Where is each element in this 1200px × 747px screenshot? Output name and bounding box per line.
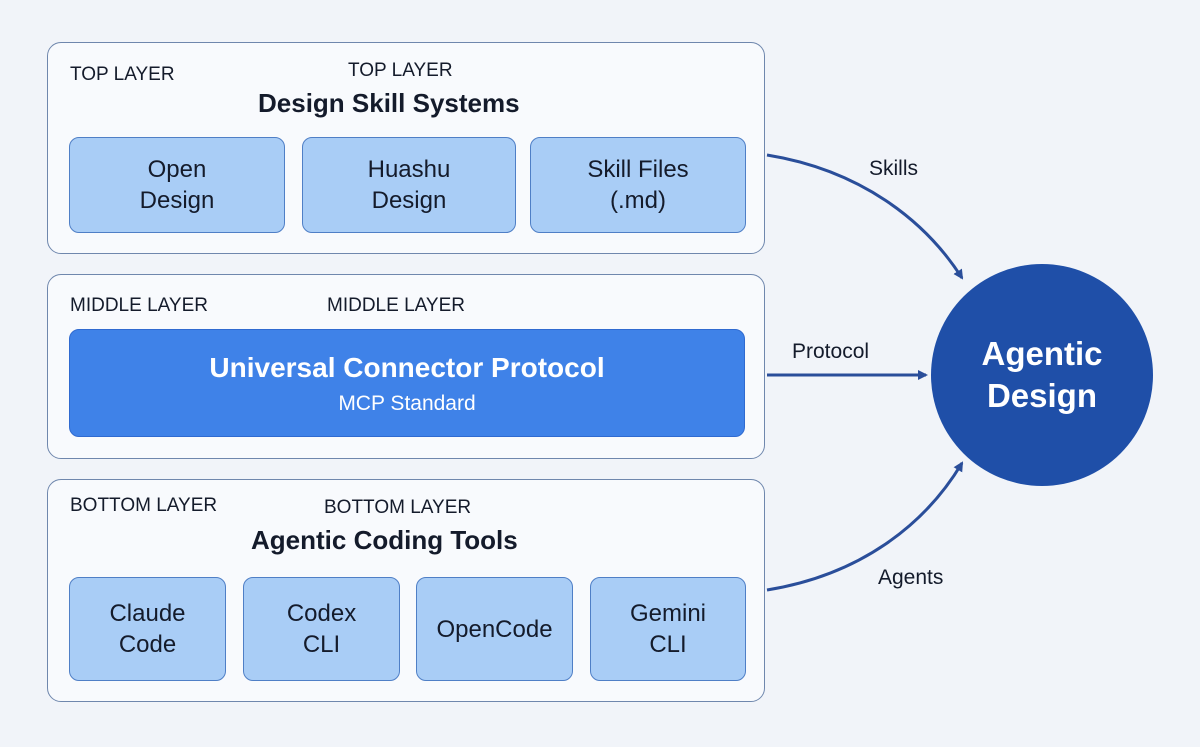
protocol-edge-label: Protocol — [792, 340, 870, 363]
agents-arrow — [766, 461, 964, 592]
agentic-design-hub: Agentic Design — [931, 264, 1153, 486]
opencode-box: OpenCode — [416, 577, 573, 681]
bottom-layer-panel: BOTTOM LAYER BOTTOM LAYER Agentic Coding… — [47, 479, 765, 702]
middle-layer-tag: MIDDLE LAYER — [70, 295, 208, 316]
middle-layer-panel: MIDDLE LAYER MIDDLE LAYER Universal Conn… — [47, 274, 765, 459]
claude-code-box: Claude Code — [69, 577, 226, 681]
top-layer-title: Design Skill Systems — [258, 88, 520, 118]
agents-edge-label: Agents — [878, 566, 944, 589]
bottom-layer-heading-tag: BOTTOM LAYER — [324, 497, 472, 518]
skill-files-box: Skill Files (.md) — [530, 137, 746, 233]
skills-arrow — [766, 153, 964, 280]
huashu-design-box: Huashu Design — [302, 137, 516, 233]
universal-connector-protocol-bar: Universal Connector Protocol MCP Standar… — [69, 329, 745, 437]
open-design-box: Open Design — [69, 137, 285, 233]
top-layer-heading-tag: TOP LAYER — [348, 60, 453, 81]
skills-edge-label: Skills — [869, 157, 919, 180]
top-layer-tag: TOP LAYER — [70, 64, 175, 85]
top-layer-panel: TOP LAYER TOP LAYER Design Skill Systems… — [47, 42, 765, 254]
protocol-title: Universal Connector Protocol — [209, 352, 605, 383]
bottom-layer-tag: BOTTOM LAYER — [70, 495, 218, 516]
protocol-subtitle: MCP Standard — [338, 392, 476, 415]
codex-cli-box: Codex CLI — [243, 577, 400, 681]
middle-layer-heading-tag: MIDDLE LAYER — [327, 295, 465, 316]
bottom-layer-title: Agentic Coding Tools — [251, 525, 518, 555]
gemini-cli-box: Gemini CLI — [590, 577, 746, 681]
